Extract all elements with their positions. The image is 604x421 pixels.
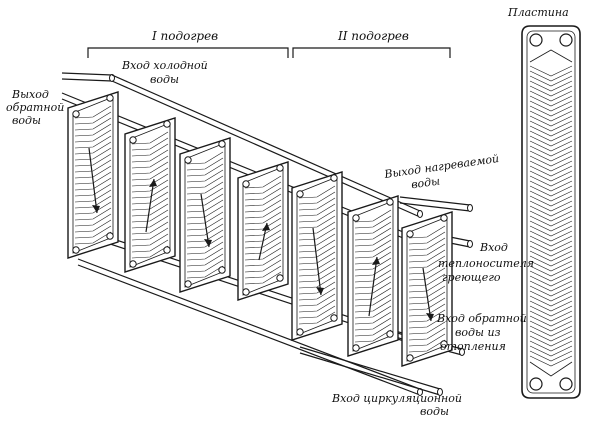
return-outlet-line-2: обратной [6,101,64,114]
plate-6 [347,195,399,357]
cold-inlet-label: Вход холодной воды [121,59,211,86]
cold-inlet-line-1: Вход холодной [121,59,208,72]
plate-port [129,260,137,268]
heated-outlet-label: Выход нагреваемой воды [383,152,506,195]
flow-arrow [422,267,432,322]
plate-pack [67,91,453,367]
plate-port [72,246,80,254]
plate-port [163,120,171,128]
plate-port [406,354,414,362]
flow-arrow [88,147,98,214]
plate-frame [291,171,343,341]
plate-port [352,344,360,352]
flow-arrow [368,256,378,317]
return-inlet-line-3: отопления [440,340,506,353]
flow-arrow [145,178,155,233]
heated-outlet-line-1: Выход нагреваемой [383,152,500,181]
plate-port [242,180,250,188]
plate-port [330,314,338,322]
circ-inlet-line-2: воды [420,405,449,418]
heating-inlet-line-3: греющего [442,271,501,284]
plate-port [184,156,192,164]
plate-1 [67,91,119,259]
return-inlet-label: Вход обратной воды из отопления [436,312,530,353]
return-outlet-label: Выход обратной воды [6,88,68,127]
plate-port [406,230,414,238]
plate-port [242,288,250,296]
plate-5 [291,171,343,341]
plate-port-hole [559,377,573,391]
labels: I подогрев II подогрев Пластина Вход хол… [6,6,569,418]
heating-inlet-line-1: Вход [479,241,508,254]
return-outlet-line-3: воды [12,114,41,127]
pipe-heated-outlet [399,196,473,212]
heating-inlet-line-2: теплоносителя [438,257,534,270]
plate-detail [521,25,581,399]
arrow-head [262,223,270,231]
top-distribution-zone [529,49,573,63]
arrow-head [149,179,157,187]
plate-port [296,190,304,198]
stage2-label: II подогрев [337,29,409,43]
stage1-label: I подогрев [151,29,218,43]
plate-3 [179,137,231,293]
plate-7 [401,211,453,367]
flow-arrow [200,193,210,248]
cold-inlet-line-2: воды [150,73,179,86]
plate-port [106,232,114,240]
plate-outline [521,25,581,399]
plate-port [163,246,171,254]
plate-port [106,94,114,102]
arrow-head [92,205,100,213]
plate-port [218,266,226,274]
plate-port [276,164,284,172]
plate-port-hole [529,33,543,47]
plate-port [218,140,226,148]
plate-frame [347,195,399,357]
plate-2 [124,117,176,273]
pipe-cold-inlet [61,72,115,82]
pipe-circ-inlet [299,346,443,396]
plate-port-hole [529,377,543,391]
arrow-head [426,313,434,321]
plate-port [184,280,192,288]
circ-inlet-label: Вход циркуляционной воды [331,392,466,418]
arrow-head [316,287,324,295]
return-inlet-line-2: воды из [455,326,501,339]
pipe-bottom-front [77,258,423,396]
stage-brackets [87,47,451,58]
plate-port [72,110,80,118]
plate-4 [237,161,289,301]
return-inlet-line-1: Вход обратной [436,312,527,325]
plate-port [296,328,304,336]
plate-gasket-line [526,30,576,394]
circ-inlet-line-1: Вход циркуляционной [331,392,462,405]
return-outlet-line-1: Выход [11,88,49,101]
plate-port [440,214,448,222]
bottom-distribution-zone [529,361,573,377]
heating-inlet-label: Вход теплоносителя греющего [438,241,538,284]
plate-port [386,330,394,338]
arrow-head [372,257,380,265]
plate-port [440,340,448,348]
plate-port [352,214,360,222]
pipe-top-back [111,74,423,218]
plate-port-hole [559,33,573,47]
heated-outlet-line-2: воды [410,174,441,191]
plate-port [386,198,394,206]
plate-label: Пластина [507,6,569,19]
plate-port [129,136,137,144]
plate-port [276,274,284,282]
arrow-head [204,239,212,247]
flow-arrow [312,227,322,296]
plate-port [330,174,338,182]
